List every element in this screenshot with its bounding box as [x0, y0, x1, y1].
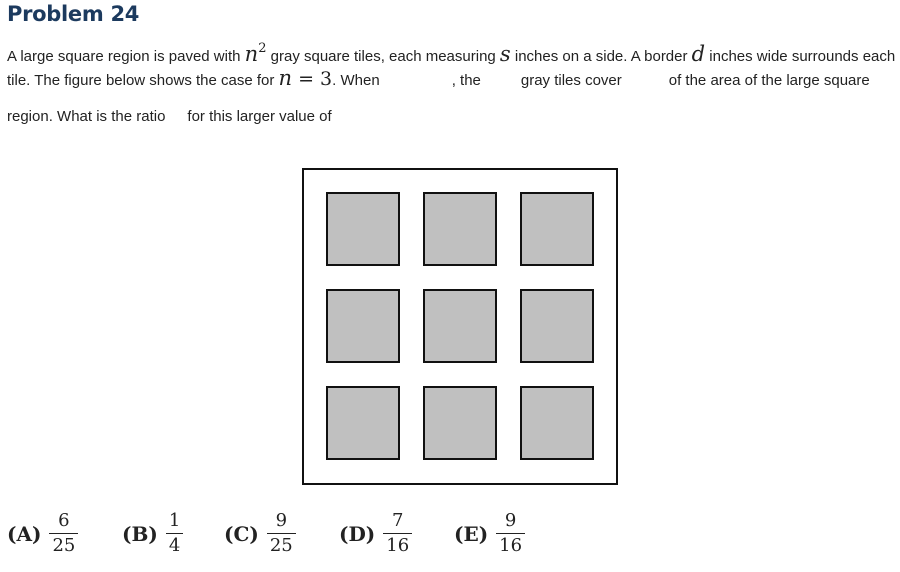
text-segment: . When	[332, 72, 380, 89]
answer-choice-a[interactable]: (A) 6 25	[7, 510, 79, 556]
fraction-denominator: 4	[168, 535, 181, 556]
math-equals-three: = 3	[292, 68, 333, 90]
text-segment: inches wide surrounds each	[705, 48, 896, 65]
gray-tile	[423, 386, 497, 460]
text-segment: inches on a side. A border	[510, 48, 692, 65]
problem-title: Problem 24	[7, 2, 140, 26]
gray-tile	[326, 192, 400, 266]
text-segment: gray tiles cover	[520, 72, 622, 89]
math-n: n	[244, 42, 259, 66]
gray-tile	[423, 192, 497, 266]
problem-text-line-1: A large square region is paved with n2 g…	[7, 41, 896, 66]
fraction-bar	[266, 533, 296, 534]
fraction-denominator: 25	[52, 535, 76, 556]
fraction-bar	[165, 533, 184, 534]
math-s: s	[499, 42, 511, 66]
choice-fraction: 1 4	[165, 510, 184, 556]
gray-tile	[520, 386, 594, 460]
fraction-numerator: 1	[168, 510, 181, 531]
fraction-numerator: 9	[275, 510, 288, 531]
choice-fraction: 9 25	[266, 510, 296, 556]
text-segment: gray square tiles, each measuring	[266, 48, 500, 65]
choice-label: (A)	[7, 521, 42, 546]
fraction-bar	[383, 533, 413, 534]
text-segment: for this larger value of	[187, 108, 332, 125]
fraction-denominator: 25	[269, 535, 293, 556]
choice-fraction: 9 16	[496, 510, 526, 556]
fraction-numerator: 6	[58, 510, 70, 531]
answer-choice-d[interactable]: (D) 7 16	[339, 510, 413, 556]
math-n: n	[278, 66, 293, 90]
gray-tile	[520, 192, 594, 266]
choice-label: (B)	[122, 521, 158, 546]
text-segment: A large square region is paved with	[7, 48, 245, 65]
gray-tile	[423, 289, 497, 363]
fraction-denominator: 16	[386, 535, 410, 556]
answer-choice-b[interactable]: (B) 1 4	[122, 510, 184, 556]
choice-label: (C)	[224, 521, 259, 546]
fraction-numerator: 9	[504, 510, 517, 531]
text-segment: region. What is the ratio	[7, 108, 166, 125]
gray-tile	[326, 386, 400, 460]
answer-choice-c[interactable]: (C) 9 25	[224, 512, 296, 555]
choice-label: (D)	[339, 521, 376, 546]
fraction-bar	[49, 533, 79, 534]
text-segment: of the area of the large square	[668, 72, 870, 89]
fraction-bar	[496, 533, 526, 534]
problem-text-line-3: region. What is the ratio for this larger…	[7, 108, 332, 125]
choice-fraction: 6 25	[49, 510, 79, 556]
fraction-numerator: 7	[392, 510, 404, 531]
gray-tile	[326, 289, 400, 363]
gray-tile	[520, 289, 594, 363]
problem-text-line-2: tile. The figure below shows the case fo…	[7, 66, 870, 91]
math-exponent: 2	[258, 41, 267, 56]
text-segment: , the	[451, 72, 481, 89]
math-d: d	[691, 42, 706, 66]
answer-choice-e[interactable]: (E) 9 16	[454, 510, 526, 556]
text-segment: tile. The figure below shows the case fo…	[7, 72, 279, 89]
fraction-denominator: 16	[499, 535, 523, 556]
choice-label: (E)	[454, 521, 489, 546]
tile-grid	[326, 192, 594, 460]
choice-fraction: 7 16	[383, 510, 413, 556]
